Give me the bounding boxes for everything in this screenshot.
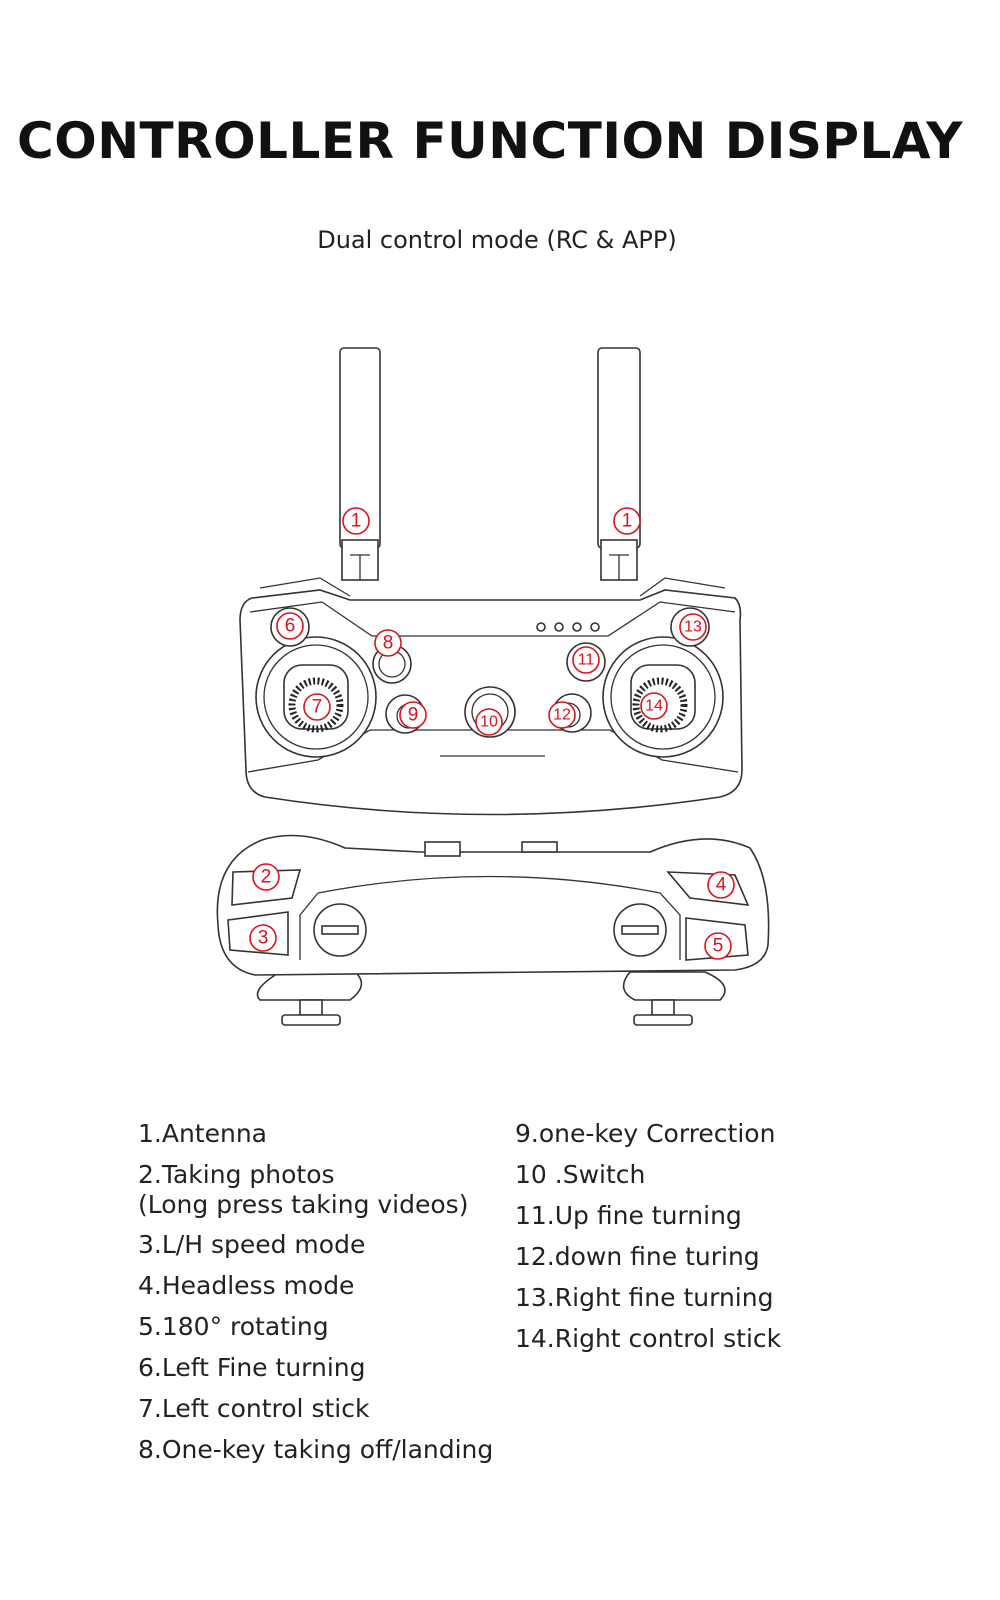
controller-diagram: 1 1 2 3 4 5 6 7 8 9 10 11 12 13 14 — [216, 347, 770, 1026]
svg-text:11: 11 — [578, 652, 595, 669]
marker-8: 8 — [374, 629, 402, 657]
legend-item: 9.one-key Correction — [515, 1119, 776, 1148]
svg-text:4: 4 — [716, 875, 727, 896]
controller-top — [216, 834, 770, 1026]
antenna-right — [597, 347, 641, 581]
legend-item: 12.down fine turing — [515, 1242, 760, 1271]
status-leds — [536, 622, 600, 632]
marker-11: 11 — [572, 646, 600, 674]
marker-9: 9 — [399, 701, 427, 729]
marker-13: 13 — [679, 613, 707, 641]
svg-text:12: 12 — [553, 707, 571, 724]
page-title: CONTROLLER FUNCTION DISPLAY — [17, 112, 963, 170]
marker-12: 12 — [548, 701, 576, 729]
legend-item: 3.L/H speed mode — [138, 1230, 366, 1259]
legend-item: (Long press taking videos) — [138, 1190, 469, 1219]
legend-item: 10 .Switch — [515, 1160, 646, 1189]
legend-item: 5.180° rotating — [138, 1312, 329, 1341]
svg-text:1: 1 — [351, 511, 362, 532]
marker-3: 3 — [249, 924, 277, 952]
svg-text:5: 5 — [713, 936, 724, 957]
legend-item: 2.Taking photos — [138, 1160, 335, 1189]
marker-1-right: 1 — [613, 507, 641, 535]
legend-item: 4.Headless mode — [138, 1271, 355, 1300]
marker-5: 5 — [704, 932, 732, 960]
legend-item: 11.Up fine turning — [515, 1201, 742, 1230]
marker-1-left: 1 — [342, 507, 370, 535]
svg-text:6: 6 — [285, 616, 296, 637]
antenna-left — [339, 347, 381, 581]
svg-text:13: 13 — [684, 619, 702, 636]
svg-text:8: 8 — [383, 633, 394, 654]
legend-item: 7.Left control stick — [138, 1394, 370, 1423]
marker-2: 2 — [252, 863, 280, 891]
marker-6: 6 — [276, 612, 304, 640]
legend-item: 13.Right fine turning — [515, 1283, 774, 1312]
legend-item: 6.Left Fine turning — [138, 1353, 366, 1382]
svg-text:3: 3 — [258, 928, 269, 949]
legend-item: 8.One-key taking off/landing — [138, 1435, 494, 1464]
marker-10: 10 — [475, 708, 503, 736]
svg-text:2: 2 — [261, 867, 272, 888]
legend-item: 14.Right control stick — [515, 1324, 782, 1353]
svg-text:9: 9 — [408, 705, 419, 726]
marker-4: 4 — [707, 871, 735, 899]
legend-item: 1.Antenna — [138, 1119, 267, 1148]
marker-7: 7 — [303, 693, 331, 721]
svg-text:10: 10 — [480, 714, 498, 731]
marker-14: 14 — [640, 692, 668, 720]
svg-text:14: 14 — [645, 698, 663, 715]
subtitle: Dual control mode (RC & APP) — [317, 226, 677, 254]
svg-text:1: 1 — [622, 511, 633, 532]
svg-text:7: 7 — [312, 697, 323, 718]
